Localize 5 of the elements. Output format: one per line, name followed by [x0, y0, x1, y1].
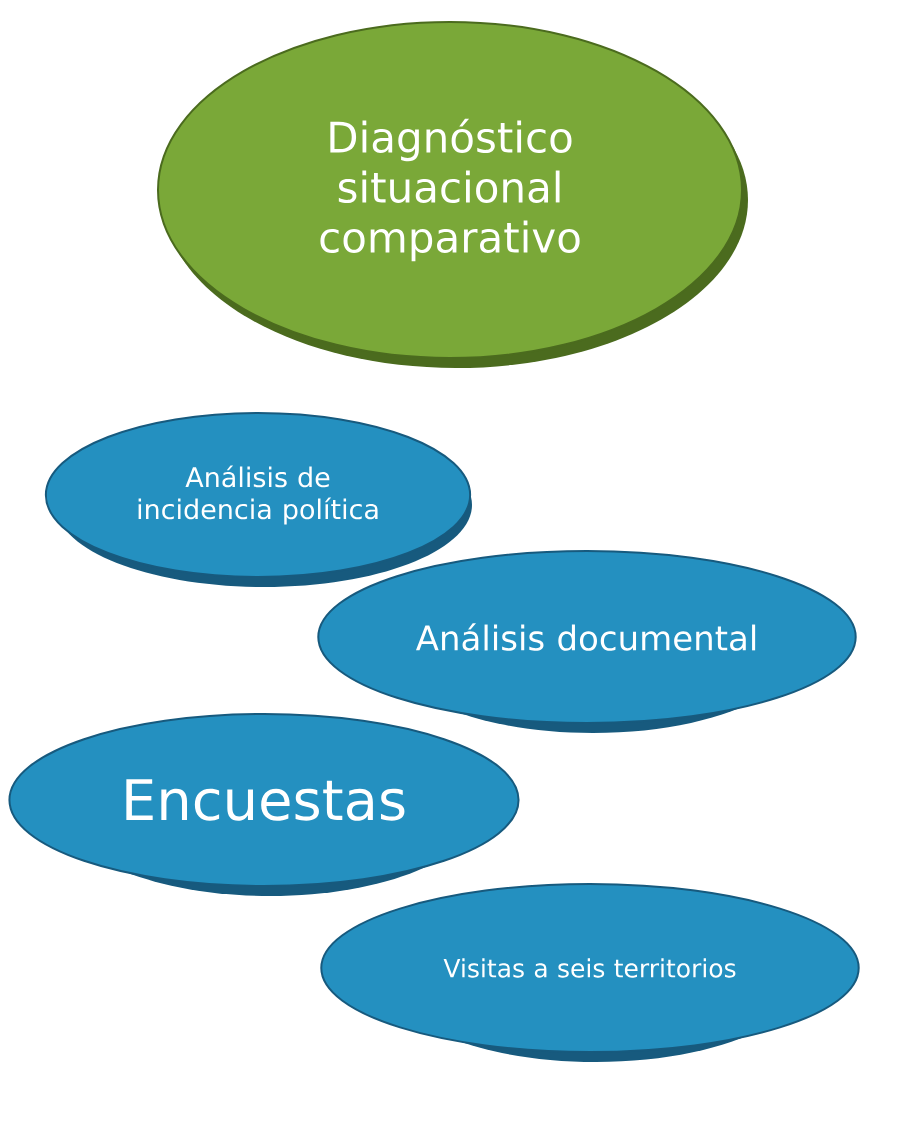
ellipse-node: Diagnóstico situacional comparativo — [157, 21, 748, 368]
ellipse-node: Visitas a seis territorios — [320, 883, 860, 1062]
ellipse-node: Encuestas — [8, 713, 520, 896]
ellipse-node: Análisis documental — [317, 550, 857, 733]
ellipse-node: Análisis de incidencia política — [44, 412, 472, 587]
